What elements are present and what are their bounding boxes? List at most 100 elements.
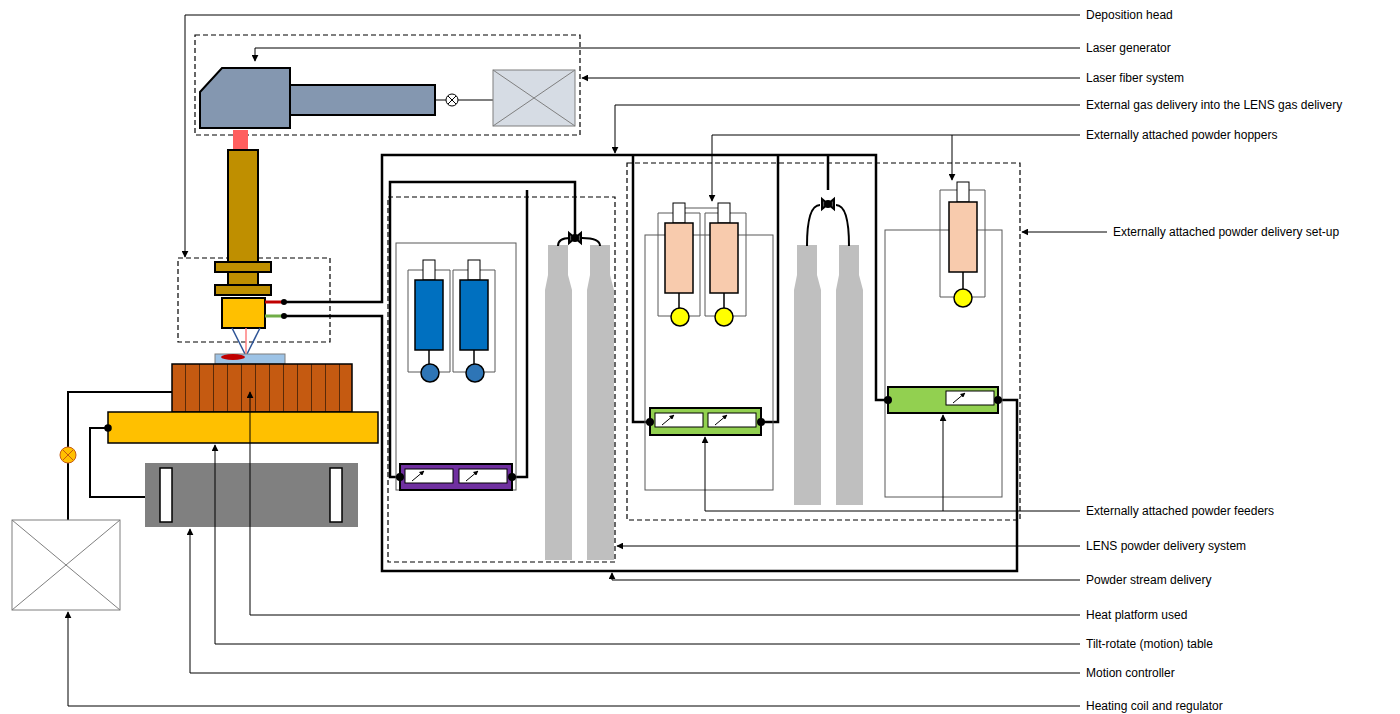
powder-hopper <box>415 182 977 382</box>
leader-line <box>615 105 1080 153</box>
callout-label: Heating coil and regulator <box>1084 699 1225 713</box>
gas-cylinder <box>794 245 821 505</box>
delivery-line <box>827 155 830 190</box>
delivery-line <box>633 155 650 422</box>
powder-feeder <box>650 408 761 435</box>
laser-generator <box>458 100 493 101</box>
leader-line <box>250 392 1080 615</box>
powder-feeder <box>708 413 756 427</box>
callout-label: LENS powder delivery system <box>1084 539 1248 553</box>
laser-column <box>215 130 271 328</box>
laser-column <box>228 272 258 285</box>
callout-label: Laser generator <box>1084 41 1173 55</box>
delivery-line <box>761 155 778 422</box>
leader-line <box>952 135 953 180</box>
powder-feeder <box>397 474 403 480</box>
powder-hopper <box>415 280 443 350</box>
gas-cylinder <box>836 245 863 505</box>
leader-line <box>255 48 1080 61</box>
group-outline <box>627 163 1020 520</box>
laser-column <box>222 298 265 328</box>
heating-regulator <box>68 392 172 520</box>
heat-platform <box>172 354 352 412</box>
powder-feeder <box>946 391 994 405</box>
laser-column <box>215 285 271 295</box>
powder-feeder <box>647 419 653 425</box>
callout-label: Externally attached powder delivery set-… <box>1111 225 1341 239</box>
powder-hopper <box>421 364 439 382</box>
powder-stream <box>245 328 247 356</box>
powder-feeder <box>459 469 507 483</box>
laser-generator <box>435 100 446 101</box>
motion-table <box>108 412 378 443</box>
callout-label: Motion controller <box>1084 666 1177 680</box>
laser-generator <box>446 94 458 106</box>
hopper-wiring <box>685 208 718 209</box>
powder-hopper <box>673 203 685 223</box>
laser-generator <box>448 96 456 104</box>
leader-line <box>68 15 1107 706</box>
powder-hopper <box>962 272 964 289</box>
heating-regulator <box>12 392 172 610</box>
hopper-wiring <box>396 190 1002 497</box>
motion-table <box>160 468 172 522</box>
gas-valve <box>572 235 578 241</box>
powder-feeder <box>953 393 965 403</box>
laser-column <box>228 150 258 262</box>
heat-platform <box>172 364 352 412</box>
group-outline <box>388 197 615 562</box>
gas-valve <box>822 199 834 209</box>
powder-feeder <box>466 471 478 481</box>
powder-hopper <box>723 293 725 308</box>
hopper-wiring <box>453 270 495 372</box>
gas-valve <box>825 201 831 207</box>
laser-generator <box>200 68 575 128</box>
powder-stream <box>265 301 282 304</box>
laser-generator <box>493 70 575 126</box>
leader-line <box>190 529 1080 673</box>
heating-regulator <box>60 447 76 463</box>
gas-valve <box>558 199 849 246</box>
powder-hopper <box>710 223 738 293</box>
powder-feeder <box>412 471 424 481</box>
heat-platform <box>221 354 245 360</box>
powder-feeder <box>888 387 998 413</box>
callout-label: Laser fiber system <box>1084 71 1186 85</box>
gas-valve <box>569 233 581 243</box>
gas-valve <box>807 205 849 246</box>
powder-stream <box>232 328 246 356</box>
callout-label: Externally attached powder hoppers <box>1084 128 1279 142</box>
leader-line <box>617 546 1080 547</box>
powder-feeder <box>715 415 727 425</box>
powder-hopper <box>678 293 680 308</box>
callout-label: Deposition head <box>1084 8 1175 22</box>
powder-hopper <box>428 350 430 364</box>
powder-hopper <box>957 182 969 202</box>
powder-stream <box>246 328 260 356</box>
powder-feeder <box>509 474 515 480</box>
hopper-wiring <box>645 235 773 490</box>
gas-cylinder <box>545 245 572 560</box>
hopper-wiring <box>658 213 700 316</box>
powder-feeder <box>412 393 965 481</box>
heat-platform <box>215 354 285 364</box>
powder-hopper <box>949 202 977 272</box>
hopper-wiring <box>940 190 985 297</box>
powder-stream <box>265 315 282 318</box>
motion-table <box>90 412 378 527</box>
powder-hopper <box>473 350 475 364</box>
powder-feeder <box>885 397 891 403</box>
powder-feeder <box>655 413 703 427</box>
powder-hopper <box>423 260 435 280</box>
powder-hopper <box>954 289 972 307</box>
callout-label: Tilt-rotate (motion) table <box>1084 637 1215 651</box>
laser-column <box>233 130 248 150</box>
delivery-line <box>512 190 527 477</box>
hopper-wiring <box>408 270 450 372</box>
motion-table <box>145 463 358 527</box>
gas-cylinder <box>587 245 614 560</box>
leader-line <box>582 78 1080 79</box>
callout-label: Externally attached powder feeders <box>1084 504 1276 518</box>
leader-line <box>943 415 944 511</box>
